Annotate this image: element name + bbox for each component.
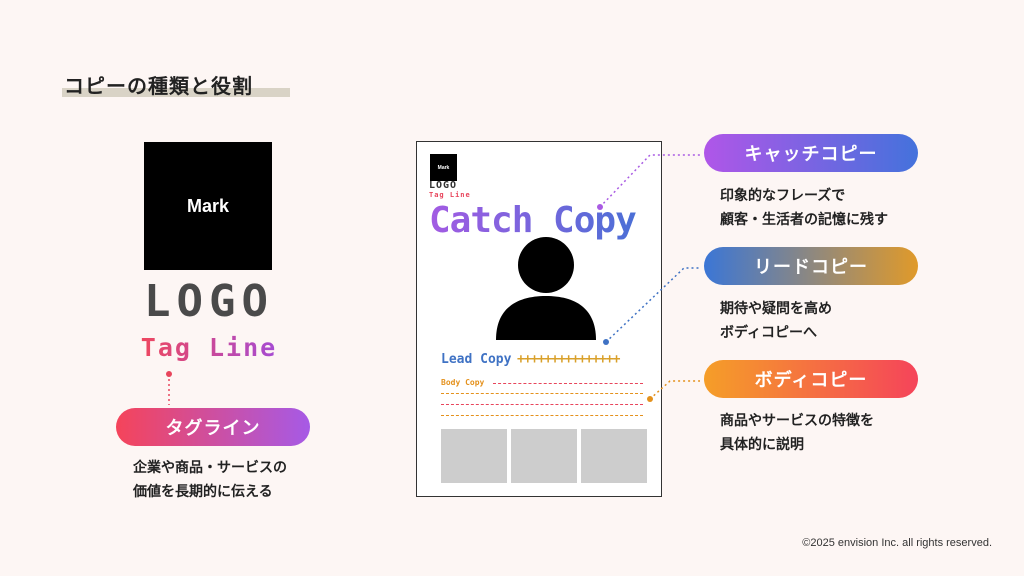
body-connector	[649, 380, 700, 400]
lead-desc-line2: ボディコピーへ	[720, 325, 818, 341]
catch-copy-description: 印象的なフレーズで 顧客・生活者の記憶に残す	[720, 184, 888, 232]
body-desc-line1: 商品やサービスの特徴を	[720, 413, 874, 429]
poster-tagline: Tag Line	[429, 191, 471, 199]
tagline-desc-line2: 価値を長期的に伝える	[133, 484, 273, 500]
image-placeholder	[511, 429, 577, 483]
poster-lead-plus: +++++++++++++++	[517, 352, 620, 367]
logo-mark-label: Mark	[186, 195, 230, 216]
tagline-desc-line1: 企業や商品・サービスの	[133, 460, 287, 476]
image-placeholder	[581, 429, 647, 483]
lead-copy-pill: リードコピー	[704, 247, 918, 285]
page-title: コピーの種類と役割	[64, 74, 253, 98]
body-copy-pill: ボディコピー	[704, 360, 918, 398]
lead-desc-line1: 期待や疑問を高め	[720, 301, 832, 317]
body-text-line	[493, 383, 643, 384]
image-placeholder	[441, 429, 507, 483]
poster-mark: Mark	[430, 154, 457, 181]
catch-desc-line1: 印象的なフレーズで	[720, 188, 846, 204]
catch-copy-pill: キャッチコピー	[704, 134, 918, 172]
catch-connector-dot	[597, 204, 603, 210]
body-copy-description: 商品やサービスの特徴を 具体的に説明	[720, 409, 874, 457]
poster-body-copy: Body Copy	[441, 378, 485, 387]
lead-connector	[605, 267, 700, 343]
catch-connector	[599, 154, 700, 208]
tagline-connector-dot	[166, 371, 172, 377]
poster-logo: LOGO	[429, 180, 458, 191]
person-icon	[496, 237, 596, 340]
lead-copy-description: 期待や疑問を高め ボディコピーへ	[720, 297, 832, 345]
body-text-line	[441, 404, 643, 405]
logo-text: LOGO	[144, 276, 274, 327]
body-text-line	[441, 415, 643, 416]
logo-mark: Mark	[144, 142, 272, 270]
body-text-line	[441, 393, 643, 394]
body-connector-dot	[647, 396, 653, 402]
title-underline	[62, 88, 290, 97]
poster-lead-copy: Lead Copy	[441, 352, 512, 367]
catch-desc-line2: 顧客・生活者の記憶に残す	[720, 212, 888, 228]
tagline-pill: タグライン	[116, 408, 310, 446]
body-desc-line2: 具体的に説明	[720, 437, 804, 453]
tagline-description: 企業や商品・サービスの 価値を長期的に伝える	[133, 456, 287, 504]
lead-connector-dot	[603, 339, 609, 345]
poster-mark-label: Mark	[437, 164, 450, 171]
tagline-text: Tag Line	[138, 333, 280, 362]
copyright: ©2025 envision Inc. all rights reserved.	[802, 537, 992, 549]
poster-mockup: Mark LOGO Tag Line Catch Copy Lead Copy …	[416, 141, 662, 497]
